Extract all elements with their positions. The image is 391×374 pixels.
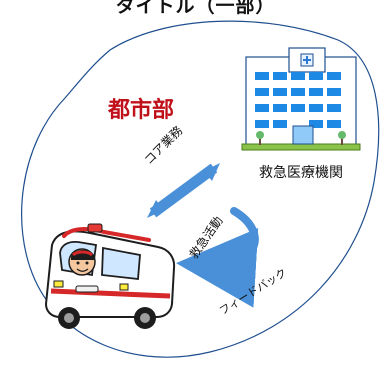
region-boundary-shape: [21, 20, 380, 358]
feedback-curved-arrow: [176, 207, 259, 308]
hospital-trees: [256, 131, 346, 145]
facility-label: 救急医療機関: [259, 165, 343, 181]
driver-figure: [68, 248, 96, 276]
region-label: 都市部: [108, 98, 175, 123]
ambulance-icon: [44, 223, 176, 329]
hospital-icon: [241, 47, 361, 151]
core-business-double-arrow: [147, 163, 220, 218]
top-text: タイトル（一部）: [115, 0, 276, 17]
hospital-windows: [255, 72, 341, 128]
